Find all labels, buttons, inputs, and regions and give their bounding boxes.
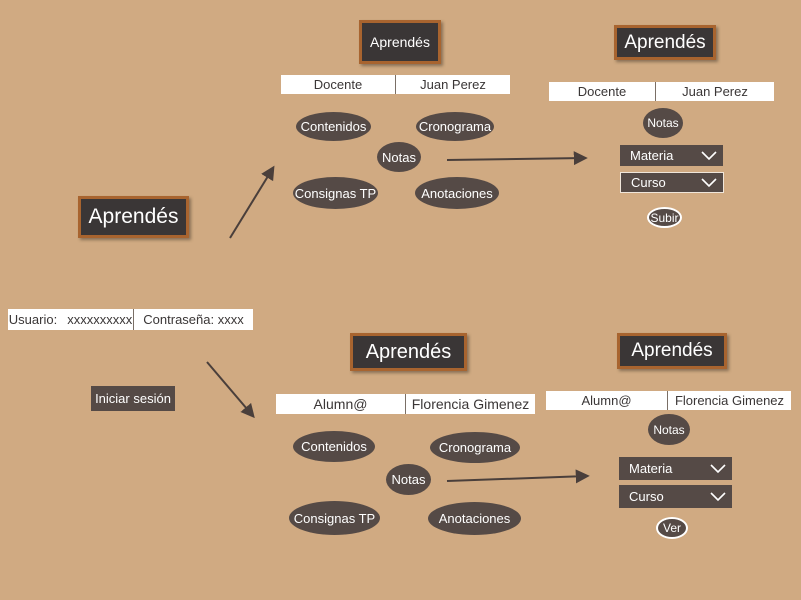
chevron-down-icon xyxy=(701,150,717,160)
student-subject-select[interactable]: Materia xyxy=(619,457,732,480)
login-bar-divider xyxy=(133,309,134,330)
teacher-home-name: Juan Perez xyxy=(420,77,486,92)
student-home-user-bar: Alumn@ Florencia Gimenez xyxy=(276,394,535,414)
teacher-grades-section: Notas xyxy=(643,108,683,138)
student-menu-assignments[interactable]: Consignas TP xyxy=(289,501,380,535)
teacher-home-bar-divider xyxy=(395,75,396,94)
teacher-subject-select[interactable]: Materia xyxy=(620,145,723,166)
teacher-grades-app-title: Aprendés xyxy=(614,25,716,60)
login-button[interactable]: Iniciar sesión xyxy=(91,386,175,411)
student-menu-grades[interactable]: Notas xyxy=(386,464,431,495)
student-grades-role: Alumn@ xyxy=(581,393,632,408)
teacher-grades-user-bar: Docente Juan Perez xyxy=(549,82,774,101)
student-menu-schedule[interactable]: Cronograma xyxy=(430,432,520,463)
arrow-student-grades xyxy=(446,469,590,484)
arrow-login-to-teacher xyxy=(229,165,275,239)
chevron-down-icon xyxy=(710,491,726,501)
chevron-down-icon xyxy=(710,463,726,473)
student-home-bar-divider xyxy=(405,394,406,414)
teacher-menu-notes[interactable]: Anotaciones xyxy=(415,177,499,209)
chevron-down-icon xyxy=(701,177,717,187)
teacher-grades-role: Docente xyxy=(577,84,627,99)
login-app-title: Aprendés xyxy=(78,196,189,238)
arrow-teacher-grades xyxy=(446,151,588,166)
teacher-grades-bar-divider xyxy=(655,82,656,101)
student-menu-notes[interactable]: Anotaciones xyxy=(428,502,521,535)
student-grades-user-bar: Alumn@ Florencia Gimenez xyxy=(546,391,791,410)
student-course-select[interactable]: Curso xyxy=(619,485,732,508)
student-grades-app-title: Aprendés xyxy=(617,333,727,369)
student-grades-section: Notas xyxy=(648,414,690,445)
teacher-menu-assignments[interactable]: Consignas TP xyxy=(293,177,378,209)
username-value: xxxxxxxxxx xyxy=(67,312,133,327)
teacher-home-app-title: Aprendés xyxy=(359,20,441,64)
teacher-subject-select-label: Materia xyxy=(630,148,674,163)
password-field[interactable]: Contraseña: xxxx xyxy=(134,309,253,330)
teacher-home-role: Docente xyxy=(313,77,363,92)
teacher-upload-button[interactable]: Subir xyxy=(647,207,682,228)
teacher-grades-name: Juan Perez xyxy=(682,84,748,99)
student-grades-bar-divider xyxy=(667,391,668,410)
teacher-menu-contents[interactable]: Contenidos xyxy=(296,112,371,141)
student-home-app-title: Aprendés xyxy=(350,333,467,371)
student-menu-contents[interactable]: Contenidos xyxy=(293,431,375,462)
student-course-select-label: Curso xyxy=(629,489,664,504)
username-field[interactable]: Usuario: xxxxxxxxxx xyxy=(8,309,133,330)
student-grades-name: Florencia Gimenez xyxy=(674,393,785,408)
student-view-button[interactable]: Ver xyxy=(656,517,688,539)
teacher-home-user-bar: Docente Juan Perez xyxy=(281,75,510,94)
teacher-menu-grades[interactable]: Notas xyxy=(377,142,421,172)
password-label: Contraseña: xxxx xyxy=(143,312,244,327)
student-home-name: Florencia Gimenez xyxy=(411,396,530,412)
arrow-login-to-student xyxy=(206,361,255,419)
teacher-course-select[interactable]: Curso xyxy=(620,172,724,193)
login-bar: Usuario: xxxxxxxxxx Contraseña: xxxx xyxy=(8,309,253,330)
teacher-menu-schedule[interactable]: Cronograma xyxy=(416,112,494,141)
student-home-role: Alumn@ xyxy=(313,396,368,412)
teacher-course-select-label: Curso xyxy=(631,175,666,190)
username-label: Usuario: xyxy=(8,312,58,327)
student-subject-select-label: Materia xyxy=(629,461,673,476)
